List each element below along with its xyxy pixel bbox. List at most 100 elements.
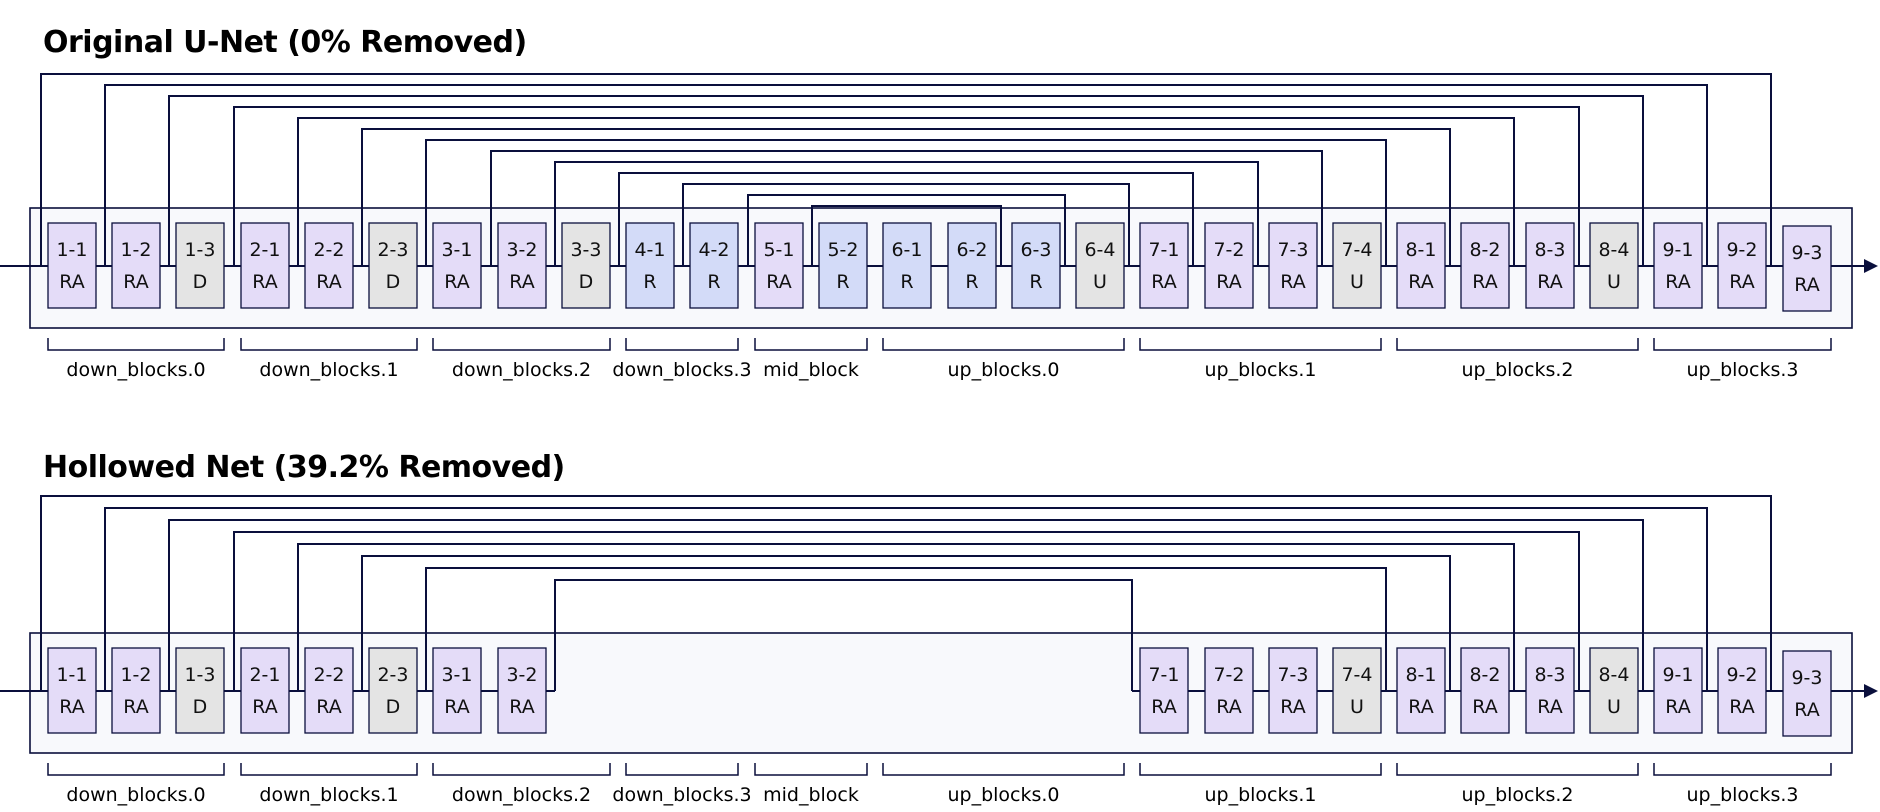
block-box [1717, 647, 1767, 734]
block-id-label: 2-2 [313, 664, 344, 686]
skip-connection [425, 139, 1387, 266]
group-label: down_blocks.2 [452, 784, 591, 806]
block-id-label: 7-4 [1341, 239, 1372, 261]
block-id-label: 9-3 [1791, 667, 1822, 689]
block-id-label: 8-2 [1469, 664, 1500, 686]
block-id-label: 7-2 [1213, 664, 1244, 686]
block-2-3: 2-3D [368, 222, 418, 309]
skip-connection [104, 507, 1708, 691]
block-box [1075, 222, 1125, 309]
skip-connection [554, 161, 1259, 266]
block-box [240, 647, 290, 734]
group-label: up_blocks.3 [1686, 359, 1798, 381]
block-type-label: RA [509, 271, 534, 293]
output-arrow-icon [1864, 259, 1878, 273]
block-type-label: RA [1729, 271, 1754, 293]
block-id-label: 2-3 [377, 239, 408, 261]
block-7-1: 7-1RA [1139, 222, 1189, 309]
block-type-label: U [1093, 271, 1107, 293]
group-label: down_blocks.1 [259, 359, 398, 381]
block-type-label: D [193, 696, 208, 718]
block-box [1525, 647, 1575, 734]
skip-connection [682, 183, 1130, 266]
block-id-label: 3-3 [570, 239, 601, 261]
block-box [1782, 650, 1832, 737]
block-box [561, 222, 611, 309]
block-1-1: 1-1RA [47, 647, 97, 734]
group-brace [625, 763, 739, 776]
block-3-1: 3-1RA [432, 647, 482, 734]
skip-connection [297, 117, 1515, 266]
block-box [304, 647, 354, 734]
group-label: down_blocks.3 [612, 784, 751, 806]
block-9-1: 9-1RA [1653, 222, 1703, 309]
block-7-4: 7-4U [1332, 647, 1382, 734]
block-type-label: RA [1151, 696, 1176, 718]
block-id-label: 1-2 [120, 664, 151, 686]
block-id-label: 8-4 [1598, 239, 1629, 261]
block-4-2: 4-2R [689, 222, 739, 309]
block-box [1525, 222, 1575, 309]
block-box [1460, 222, 1510, 309]
block-id-label: 8-1 [1405, 239, 1436, 261]
block-box [111, 222, 161, 309]
block-type-label: RA [1216, 696, 1241, 718]
block-id-label: 7-3 [1277, 664, 1308, 686]
block-box [947, 222, 997, 309]
block-box [1139, 647, 1189, 734]
panel-title: Original U-Net (0% Removed) [43, 25, 527, 60]
block-type-label: RA [59, 271, 84, 293]
skip-connection [618, 172, 1194, 266]
block-id-label: 6-3 [1020, 239, 1051, 261]
block-id-label: 8-3 [1534, 664, 1565, 686]
group-label: up_blocks.0 [947, 784, 1059, 806]
block-id-label: 2-2 [313, 239, 344, 261]
block-8-4: 8-4U [1589, 647, 1639, 734]
block-box [1268, 222, 1318, 309]
block-4-1: 4-1R [625, 222, 675, 309]
block-box [1268, 647, 1318, 734]
group-brace [1396, 338, 1639, 351]
group-brace [240, 763, 418, 776]
block-1-2: 1-2RA [111, 647, 161, 734]
block-box [1396, 222, 1446, 309]
block-3-1: 3-1RA [432, 222, 482, 309]
panel-original-unet: Original U-Net (0% Removed) 1-1RA1-2RA1-… [0, 25, 1878, 381]
block-box [432, 647, 482, 734]
block-9-3: 9-3RA [1782, 650, 1832, 737]
block-8-2: 8-2RA [1460, 647, 1510, 734]
block-box [1717, 222, 1767, 309]
block-box [1653, 647, 1703, 734]
block-5-2: 5-2R [818, 222, 868, 309]
block-type-label: U [1607, 271, 1621, 293]
block-2-2: 2-2RA [304, 647, 354, 734]
block-8-3: 8-3RA [1525, 647, 1575, 734]
block-box [240, 222, 290, 309]
panel-title: Hollowed Net (39.2% Removed) [43, 450, 565, 485]
block-box [175, 647, 225, 734]
block-8-1: 8-1RA [1396, 647, 1446, 734]
block-9-2: 9-2RA [1717, 647, 1767, 734]
block-id-label: 8-3 [1534, 239, 1565, 261]
block-box [47, 647, 97, 734]
block-type-label: R [836, 271, 849, 293]
block-id-label: 1-1 [56, 664, 87, 686]
block-type-label: U [1350, 271, 1364, 293]
group-label: mid_block [763, 784, 859, 806]
block-type-label: RA [1408, 696, 1433, 718]
block-type-label: RA [252, 271, 277, 293]
block-box [1204, 222, 1254, 309]
group-brace [882, 763, 1125, 776]
block-type-label: RA [1537, 696, 1562, 718]
block-type-label: RA [1472, 696, 1497, 718]
block-9-3: 9-3RA [1782, 225, 1832, 312]
skip-connection [811, 205, 1002, 266]
block-type-label: RA [1537, 271, 1562, 293]
block-3-3: 3-3D [561, 222, 611, 309]
block-id-label: 1-2 [120, 239, 151, 261]
block-type-label: D [386, 271, 401, 293]
block-id-label: 7-4 [1341, 664, 1372, 686]
block-box [111, 647, 161, 734]
block-type-label: RA [316, 696, 341, 718]
